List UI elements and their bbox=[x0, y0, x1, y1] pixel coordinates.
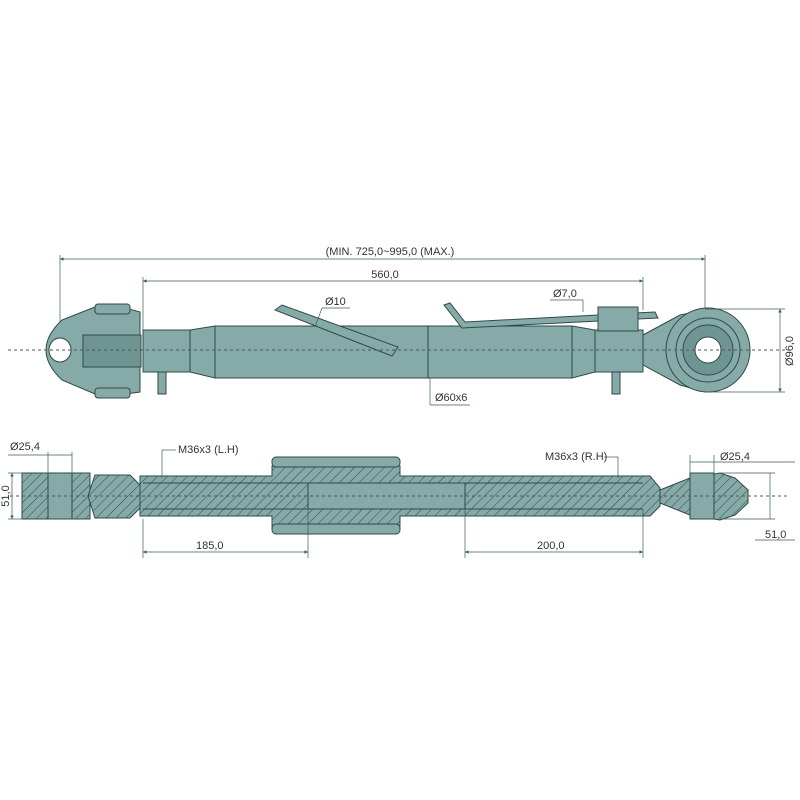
section-view: Ø25,4 51,0 M36x3 (L.H) M36x3 (R.H) Ø25,4… bbox=[0, 441, 795, 558]
clevis-pin bbox=[82, 334, 142, 368]
left-hole-label: Ø25,4 bbox=[10, 441, 40, 453]
tube-size-label: Ø60x6 bbox=[435, 392, 467, 404]
right-thread-label: M36x3 (R.H) bbox=[545, 451, 607, 463]
top-view: (MIN. 725,0~995,0 (MAX.) 560,0 Ø10 Ø7,0 … bbox=[8, 246, 796, 406]
left-width-label: 51,0 bbox=[0, 485, 12, 506]
sleeve-top bbox=[271, 456, 401, 468]
handle bbox=[273, 304, 399, 357]
right-hole-label: Ø25,4 bbox=[720, 451, 750, 463]
left-thread-label: M36x3 (L.H) bbox=[178, 444, 239, 456]
sleeve-bottom bbox=[271, 523, 401, 535]
tube-bore bbox=[307, 482, 466, 510]
pin-diameter-label: Ø7,0 bbox=[553, 288, 577, 300]
locking-pin bbox=[443, 302, 659, 329]
left-thread-length-label: 185,0 bbox=[196, 540, 224, 552]
pin-holder bbox=[597, 306, 639, 332]
tube-length-label: 560,0 bbox=[371, 269, 399, 281]
grease-nipple-left bbox=[157, 371, 167, 395]
grease-nipple-right bbox=[611, 371, 621, 395]
right-thread-length-label: 200,0 bbox=[537, 540, 565, 552]
right-width-label: 51,0 bbox=[765, 529, 786, 541]
ball-diameter-label: Ø96,0 bbox=[784, 336, 796, 366]
handle-diameter-label: Ø10 bbox=[325, 296, 346, 308]
overall-length-label: (MIN. 725,0~995,0 (MAX.) bbox=[326, 246, 455, 258]
